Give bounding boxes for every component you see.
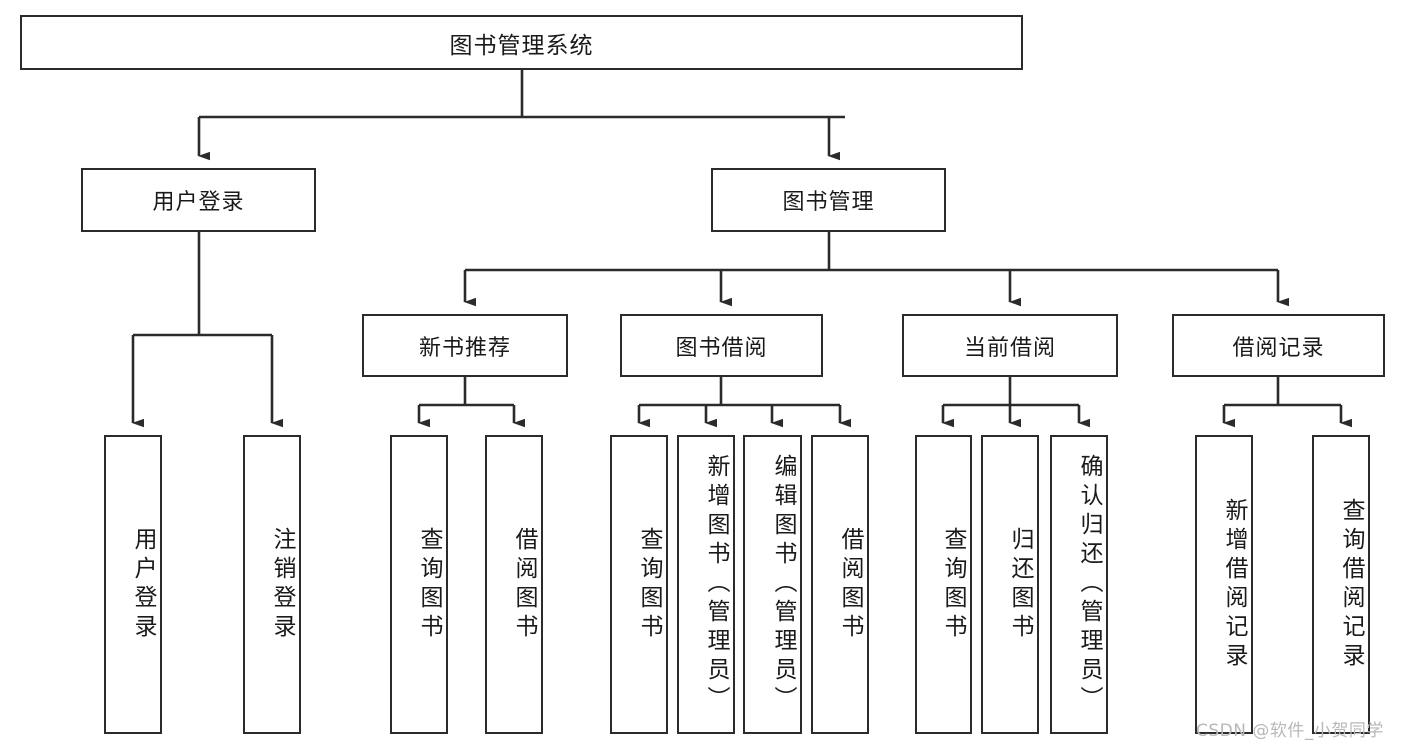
leaf-records-add-record[interactable]: 新增借阅记录	[1195, 435, 1253, 734]
leaf-recommend-borrow-book[interactable]: 借阅图书	[485, 435, 543, 734]
node-label: 查询借阅记录	[1338, 497, 1364, 672]
node-label: 当前借阅	[963, 335, 1056, 361]
node-label: 新增图书（管理员）	[703, 454, 729, 715]
node-label: 归还图书	[1007, 526, 1033, 643]
node-root-system[interactable]: 图书管理系统	[20, 15, 1023, 70]
node-label: 确认归还（管理员）	[1076, 454, 1102, 715]
leaf-borrow-add-book-admin[interactable]: 新增图书（管理员）	[677, 435, 735, 734]
node-label: 查询图书	[636, 526, 662, 643]
node-book-management[interactable]: 图书管理	[711, 168, 946, 232]
node-label: 用户登录	[152, 190, 245, 215]
csdn-watermark: CSDN @软件_小贺同学	[1196, 721, 1384, 741]
node-label: 图书管理	[782, 190, 875, 215]
node-label: 查询图书	[416, 526, 442, 643]
node-label: 借阅图书	[511, 526, 537, 643]
leaf-user-login[interactable]: 用户登录	[104, 435, 162, 734]
node-label: 图书管理系统	[449, 32, 594, 59]
leaf-current-confirm-return-admin[interactable]: 确认归还（管理员）	[1050, 435, 1108, 734]
node-label: 用户登录	[130, 526, 156, 643]
node-label: 注销登录	[269, 526, 295, 643]
node-label: 新增借阅记录	[1221, 497, 1247, 672]
node-borrow-records[interactable]: 借阅记录	[1172, 314, 1385, 377]
leaf-records-query-record[interactable]: 查询借阅记录	[1312, 435, 1370, 734]
node-label: 新书推荐	[418, 335, 511, 361]
node-label: 图书借阅	[675, 335, 768, 361]
node-user-login[interactable]: 用户登录	[81, 168, 316, 232]
node-book-borrow[interactable]: 图书借阅	[620, 314, 823, 377]
node-current-borrow[interactable]: 当前借阅	[902, 314, 1118, 377]
leaf-user-logout[interactable]: 注销登录	[243, 435, 301, 734]
node-label: 借阅记录	[1232, 335, 1325, 361]
leaf-current-query-book[interactable]: 查询图书	[915, 435, 972, 734]
leaf-current-return-book[interactable]: 归还图书	[981, 435, 1039, 734]
node-new-book-recommend[interactable]: 新书推荐	[362, 314, 568, 377]
leaf-borrow-borrow-book[interactable]: 借阅图书	[811, 435, 869, 734]
node-label: 查询图书	[940, 526, 966, 643]
leaf-borrow-query-book[interactable]: 查询图书	[610, 435, 668, 734]
leaf-borrow-edit-book-admin[interactable]: 编辑图书（管理员）	[743, 435, 802, 734]
leaf-recommend-query-book[interactable]: 查询图书	[390, 435, 448, 734]
node-label: 借阅图书	[837, 526, 863, 643]
node-label: 编辑图书（管理员）	[770, 454, 796, 715]
